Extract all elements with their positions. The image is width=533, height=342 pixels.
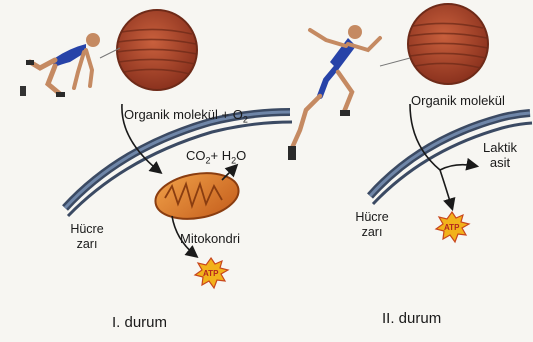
membrane-label-2: Hücre zarı [347,210,397,240]
flow-arrow-atp-2 [440,170,452,208]
zoom-connector-2 [380,58,410,66]
molecule-label-1: Organik molekül + O2 [124,107,248,128]
panel-title-1: I. durum [112,315,167,330]
mitochondria-icon [152,167,242,225]
product-label-2: Laktik asit [470,140,530,170]
muscle-tissue-icon-2 [408,4,488,84]
products-label-1: CO2+ H2O [186,148,246,169]
molecule-label-2: Organik molekül [411,93,505,108]
sprinting-runner-icon [288,25,380,160]
atp-label-2: ATP [444,223,459,232]
muscle-tissue-icon [117,10,197,90]
crouching-sprinter-icon [20,33,100,97]
membrane-label-1: Hücre zarı [62,222,112,252]
atp-label-1: ATP [203,269,218,278]
panel-title-2: II. durum [382,311,441,326]
organelle-label: Mitokondri [180,231,240,246]
